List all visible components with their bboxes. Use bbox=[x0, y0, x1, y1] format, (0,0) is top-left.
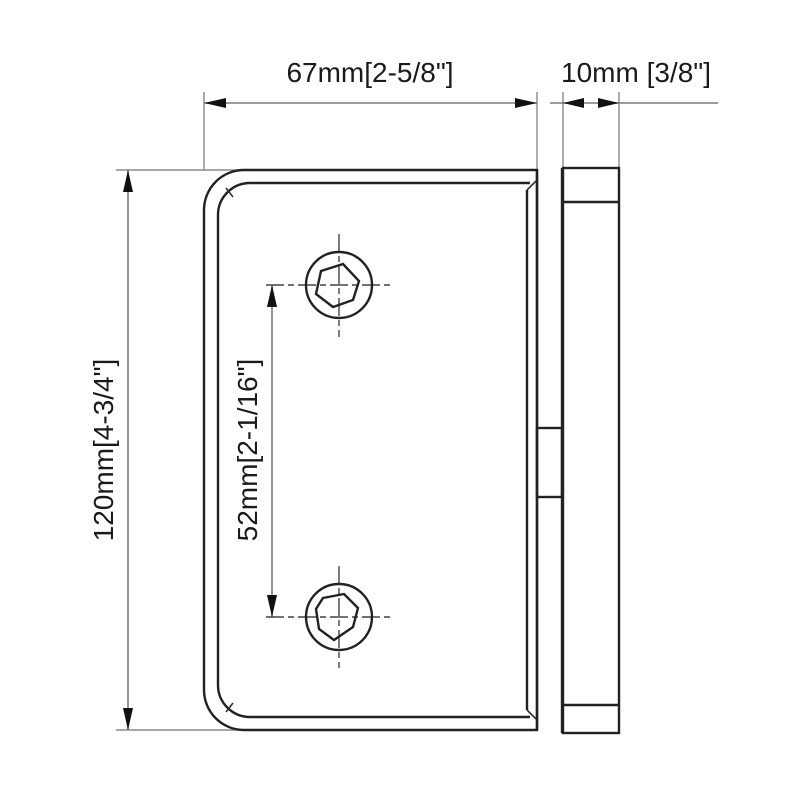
arrow-right-icon bbox=[515, 98, 537, 108]
arrow-left-icon bbox=[204, 98, 226, 108]
lower-hex-screw-icon bbox=[266, 566, 390, 668]
fillet-tick-top bbox=[225, 187, 234, 198]
arrow-down-icon bbox=[267, 595, 277, 617]
hole-spacing-dimension: 52mm[2-1/16"] bbox=[232, 285, 277, 617]
width-label: 67mm[2-5/8"] bbox=[286, 57, 453, 88]
chamfer-corner-top bbox=[526, 180, 537, 191]
height-dimension: 120mm[4-3/4"] bbox=[88, 169, 240, 731]
chamfer-corner-bottom bbox=[526, 709, 537, 720]
arrow-left-icon bbox=[563, 98, 584, 108]
side-outline bbox=[561, 166, 621, 735]
screw-head-circle bbox=[304, 250, 374, 320]
hex-socket bbox=[314, 592, 360, 642]
arrow-up-icon bbox=[123, 170, 133, 192]
width-dimension: 67mm[2-5/8"] bbox=[203, 57, 538, 170]
thickness-label: 10mm [3/8"] bbox=[561, 57, 711, 88]
thickness-dimension: 10mm [3/8"] bbox=[550, 57, 718, 168]
arrow-down-icon bbox=[123, 708, 133, 730]
side-view-profile bbox=[561, 166, 621, 735]
front-view-plate bbox=[202, 168, 539, 732]
hex-socket bbox=[314, 262, 361, 309]
upper-hex-screw-icon bbox=[266, 234, 390, 337]
hole-spacing-label: 52mm[2-1/16"] bbox=[232, 359, 263, 542]
fillet-tick-bottom bbox=[225, 702, 234, 713]
screw-head-circle bbox=[304, 582, 374, 652]
height-label: 120mm[4-3/4"] bbox=[88, 359, 119, 542]
arrow-right-icon bbox=[598, 98, 619, 108]
plate-outer-outline bbox=[202, 168, 539, 732]
arrow-up-icon bbox=[267, 285, 277, 307]
knuckle-body bbox=[535, 426, 564, 499]
hinge-knuckle bbox=[535, 168, 564, 733]
plate-inner-outline bbox=[216, 181, 530, 719]
